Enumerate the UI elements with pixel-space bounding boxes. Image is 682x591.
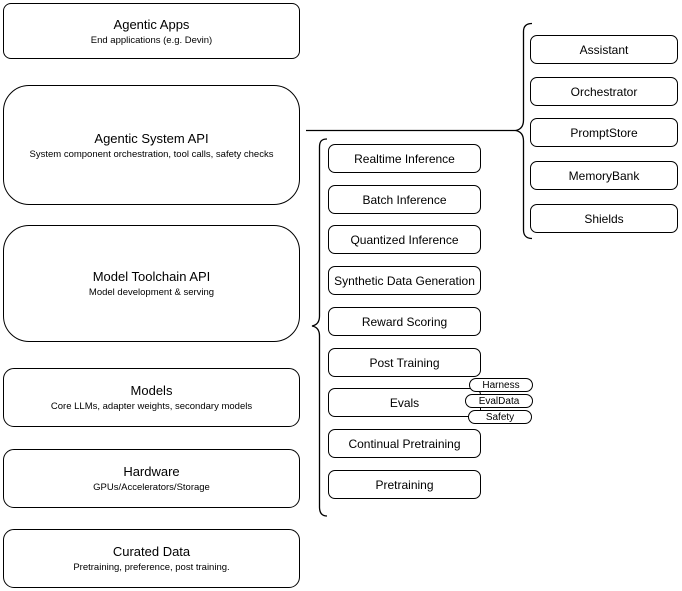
component-memorybank: MemoryBank [530, 161, 678, 190]
layer-title: Model Toolchain API [92, 269, 211, 284]
capability-post-training: Post Training [328, 348, 481, 377]
layer-hardware: Hardware GPUs/Accelerators/Storage [3, 449, 300, 508]
layer-subtitle: Core LLMs, adapter weights, secondary mo… [50, 401, 253, 412]
layer-title: Models [130, 383, 173, 398]
capability-reward-scoring: Reward Scoring [328, 307, 481, 336]
layer-title: Agentic Apps [113, 16, 190, 32]
middle-column-brace [311, 138, 328, 517]
capability-continual-pretraining: Continual Pretraining [328, 429, 481, 458]
layer-model-toolchain-api: Model Toolchain API Model development & … [3, 225, 300, 342]
layer-title: Curated Data [112, 544, 191, 559]
layer-models: Models Core LLMs, adapter weights, secon… [3, 368, 300, 427]
layer-subtitle: Model development & serving [88, 287, 215, 298]
evals-tag-safety: Safety [468, 410, 532, 424]
layer-title: Agentic System API [94, 130, 209, 146]
layer-subtitle: End applications (e.g. Devin) [90, 34, 213, 46]
layer-agentic-apps: Agentic Apps End applications (e.g. Devi… [3, 3, 300, 59]
component-assistant: Assistant [530, 35, 678, 64]
right-column-brace [515, 22, 533, 240]
evals-tag-evaldata: EvalData [465, 394, 533, 408]
component-shields: Shields [530, 204, 678, 233]
capability-batch-inference: Batch Inference [328, 185, 481, 214]
capability-evals: Evals [328, 388, 481, 417]
capability-realtime-inference: Realtime Inference [328, 144, 481, 173]
layer-subtitle: GPUs/Accelerators/Storage [93, 482, 210, 493]
layer-title: Hardware [123, 464, 180, 479]
capability-quantized-inference: Quantized Inference [328, 225, 481, 254]
layer-agentic-system-api: Agentic System API System component orch… [3, 85, 300, 205]
component-orchestrator: Orchestrator [530, 77, 678, 106]
layer-curated-data: Curated Data Pretraining, preference, po… [3, 529, 300, 588]
capability-synthetic-data-generation: Synthetic Data Generation [328, 266, 481, 295]
capability-pretraining: Pretraining [328, 470, 481, 499]
layer-subtitle: Pretraining, preference, post training. [73, 562, 230, 573]
evals-tag-harness: Harness [469, 378, 533, 392]
component-promptstore: PromptStore [530, 118, 678, 147]
layer-subtitle: System component orchestration, tool cal… [29, 148, 274, 160]
